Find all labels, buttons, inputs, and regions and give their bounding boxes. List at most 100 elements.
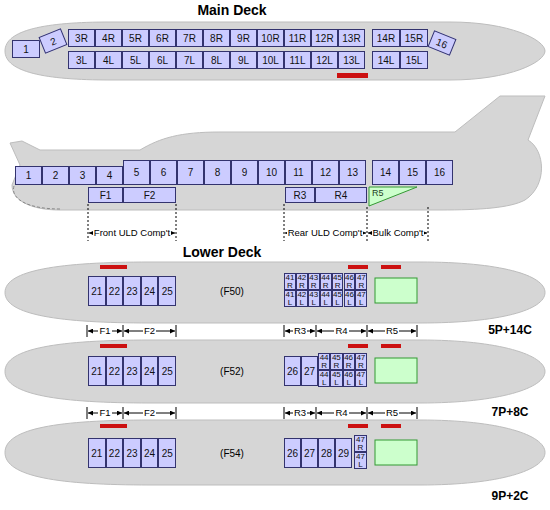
lower-deck-position: 23 (123, 356, 141, 386)
side-view-position: 7 (177, 160, 204, 185)
main-deck-position: 14L (372, 51, 400, 69)
lower-deck-position: 24 (141, 276, 159, 306)
compartment-box: R5 (369, 187, 417, 206)
position-number: 13L (343, 55, 360, 66)
position-number: 23 (126, 286, 137, 297)
bulk-area (375, 358, 417, 383)
dimension-ticks (87, 407, 417, 419)
lower-deck-position: 26 (284, 438, 301, 468)
lower-deck-position: 27 (301, 356, 318, 386)
main-deck-position: 13R (338, 29, 365, 47)
position-number: 5R (129, 33, 142, 44)
position-number: 44 R (319, 354, 329, 369)
bulk-area (375, 440, 417, 465)
bulk-area (375, 278, 417, 303)
lower-deck-position: 42 L (296, 290, 308, 307)
position-number: 25 (162, 286, 173, 297)
lower-deck-position: 45 R (330, 353, 342, 370)
compartment-label: Bulk Comp't (372, 228, 425, 238)
side-view-position: 11 (285, 160, 312, 185)
position-number: 44 L (321, 291, 331, 306)
fuselage-lower-deck (5, 340, 545, 403)
position-number: 15R (405, 33, 423, 44)
model-label: (F52) (220, 366, 244, 377)
lower-deck-position: 45 L (330, 370, 342, 387)
diagram-title: Main Deck (197, 3, 266, 18)
position-number: F1 (100, 190, 112, 201)
lower-deck-position: 46 R (343, 353, 355, 370)
side-view-position: 15 (399, 160, 426, 185)
position-number: R3 (294, 190, 307, 201)
lower-deck-position: 46 R (344, 273, 356, 290)
position-number: 11 (293, 167, 303, 178)
position-number: 25 (162, 448, 173, 459)
position-number: 22 (109, 366, 120, 377)
side-view-position: 13 (339, 160, 366, 185)
position-number: 6 (161, 167, 167, 178)
main-deck-position: 15L (400, 51, 428, 69)
lower-deck-position: 45 R (332, 273, 344, 290)
position-number: 5 (134, 167, 140, 178)
lower-deck-position: 23 (123, 438, 141, 468)
position-number: 14R (377, 33, 395, 44)
main-deck-position: 14R (372, 29, 400, 47)
main-deck-position: 2 (39, 28, 68, 54)
bulk-wedge (369, 187, 417, 206)
lower-deck-position: 47 L (355, 290, 367, 307)
configuration-label: 7P+8C (490, 406, 529, 419)
main-deck-position: 4L (95, 51, 122, 69)
compartment-label: Rear ULD Comp't (287, 228, 364, 238)
position-number: 47 R (356, 274, 366, 289)
side-view-position: 1 (15, 166, 42, 185)
main-deck-position: 3R (68, 29, 95, 47)
side-view-position: 8 (204, 160, 231, 185)
position-number: 46 R (345, 274, 355, 289)
position-number: 45 L (333, 291, 343, 306)
compartment-box: F1 (88, 187, 123, 203)
position-number: 45 R (331, 354, 341, 369)
lower-deck-position: 24 (141, 356, 159, 386)
position-number: 9 (242, 167, 248, 178)
position-number: F2 (144, 190, 156, 201)
position-number: 1 (23, 44, 29, 55)
side-view-position: 12 (312, 160, 339, 185)
position-number: 42 R (297, 274, 307, 289)
position-number: 1 (26, 170, 32, 181)
dimension-label: R4 (334, 326, 348, 336)
position-number: 9L (238, 55, 249, 66)
door-mark (100, 424, 127, 428)
position-number: 3L (76, 55, 87, 66)
dimension-label: R5 (385, 326, 399, 336)
side-view-position: 2 (42, 166, 69, 185)
position-number: 24 (144, 448, 155, 459)
position-number: 13 (347, 167, 358, 178)
main-deck-position: 15R (400, 29, 428, 47)
main-deck-position: 9R (230, 29, 257, 47)
position-number: 13R (342, 33, 360, 44)
model-label: (F54) (220, 448, 244, 459)
position-number: 21 (91, 448, 102, 459)
position-number: 12 (320, 167, 331, 178)
door-mark (337, 73, 368, 78)
fuselage-top-view (5, 22, 545, 80)
position-number: 46 R (344, 354, 354, 369)
position-number: 27 (304, 366, 315, 377)
position-number: 14L (378, 55, 395, 66)
position-number: 8L (211, 55, 222, 66)
position-number: 21 (91, 286, 102, 297)
lower-deck-position: 47 R (354, 435, 367, 452)
position-number: 25 (162, 366, 173, 377)
position-number: 43 L (309, 291, 319, 306)
lower-deck-position: 21 (88, 356, 106, 386)
main-deck-position: 8L (203, 51, 230, 69)
door-mark (348, 344, 368, 348)
main-deck-position: 12R (311, 29, 338, 47)
position-number: 47 R (356, 354, 366, 369)
position-number: 43 R (309, 274, 319, 289)
position-number: 16 (435, 36, 449, 50)
door-mark (348, 265, 368, 269)
side-view-position: 14 (372, 160, 399, 185)
lower-deck-position: 28 (318, 438, 335, 468)
main-deck-position: 6L (149, 51, 176, 69)
